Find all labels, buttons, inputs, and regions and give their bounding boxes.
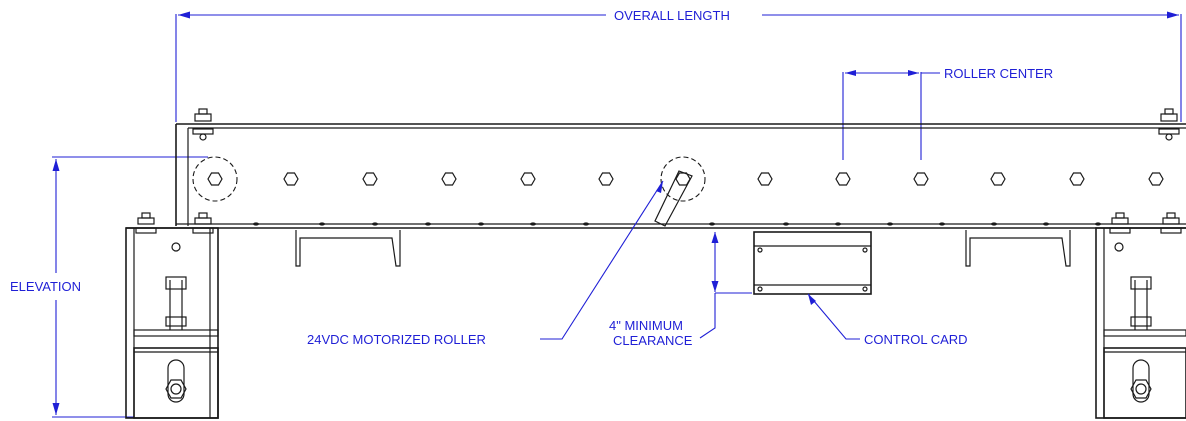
roller-center-arrow-right [908,70,919,76]
control-card-screw [757,247,763,253]
roller-hex [283,172,299,186]
stand-left-foot [133,347,219,419]
control-card-callout: CONTROL CARD [807,293,968,347]
motorized-roller-leader [540,180,664,340]
overall-length-arrow-right [1167,11,1179,19]
frame-bottom-slots [253,222,1101,226]
control-card [753,231,872,295]
stand-right-hole [1114,242,1124,252]
control-card-leader-arrow [808,294,816,305]
cross-brace-right [965,230,1071,267]
control-card-box [753,231,872,295]
foot-slot [167,359,185,403]
roller-hex [520,172,536,186]
roller-hex [441,172,457,186]
elevation-dimension: ELEVATION [10,156,208,418]
clearance-label-line1: 4" MINIMUM [609,318,683,333]
foot-hex-nut [1130,379,1152,399]
support-stand-left [125,227,219,419]
control-card-screw [757,286,763,292]
roller-center-label: ROLLER CENTER [944,66,1053,81]
leveling-nut [165,316,187,327]
roller-hex [990,172,1006,186]
bolt-bottom-right [1109,212,1182,234]
bolt-top-left [192,108,214,141]
motorized-roller-outline-dashed [660,156,706,202]
cross-brace-left [295,230,401,267]
control-card-screw [862,286,868,292]
roller-outline-dashed [192,156,238,202]
leveling-plate [133,329,219,337]
control-card-screw [862,247,868,253]
motorized-roller-label: 24VDC MOTORIZED ROLLER [307,332,486,347]
roller-hex [598,172,614,186]
roller-hex [1069,172,1085,186]
overall-length-dimension: OVERALL LENGTH [175,8,1182,122]
roller-center-arrow-left [845,70,856,76]
clearance-leader [699,293,716,339]
foot-hex-nut [165,379,187,399]
leveling-nut [1130,316,1152,327]
roller-axles [192,156,1164,202]
stand-left-hole [171,242,181,252]
roller-hex [1148,172,1164,186]
roller-hex [362,172,378,186]
control-card-label: CONTROL CARD [864,332,968,347]
stand-right-plate [1095,227,1186,419]
foot-slot [1132,359,1150,403]
overall-length-label: OVERALL LENGTH [614,8,730,23]
roller-center-dimension: ROLLER CENTER [842,66,1053,160]
elevation-arrow-bottom [52,403,60,415]
clearance-label-line2: CLEARANCE [613,333,693,348]
roller-hex [757,172,773,186]
bolt-top-right [1158,108,1180,141]
motorized-roller-hex [675,172,691,186]
bolt-bottom-left [135,212,214,234]
elevation-label: ELEVATION [10,279,81,294]
control-card-leader [807,293,860,340]
clearance-arrow-bottom [711,281,719,292]
roller-hex [207,172,223,186]
stand-left-plate [125,227,219,419]
elevation-arrow-top [52,159,60,171]
motorized-roller [654,156,706,227]
leveling-bolt-head [1130,276,1152,290]
motorized-roller-leader-arrow [656,181,663,193]
roller-hex [913,172,929,186]
leveling-bolt-head [165,276,187,290]
minimum-clearance-dimension: 4" MINIMUM CLEARANCE [609,232,752,348]
leveling-plate [1103,329,1186,337]
motorized-roller-callout: 24VDC MOTORIZED ROLLER [307,180,664,347]
roller-hex [835,172,851,186]
clearance-arrow-top [711,232,719,243]
overall-length-arrow-left [178,11,190,19]
conveyor-frame [126,123,1186,229]
stand-right-foot [1103,347,1186,419]
support-stand-right [1095,227,1186,419]
